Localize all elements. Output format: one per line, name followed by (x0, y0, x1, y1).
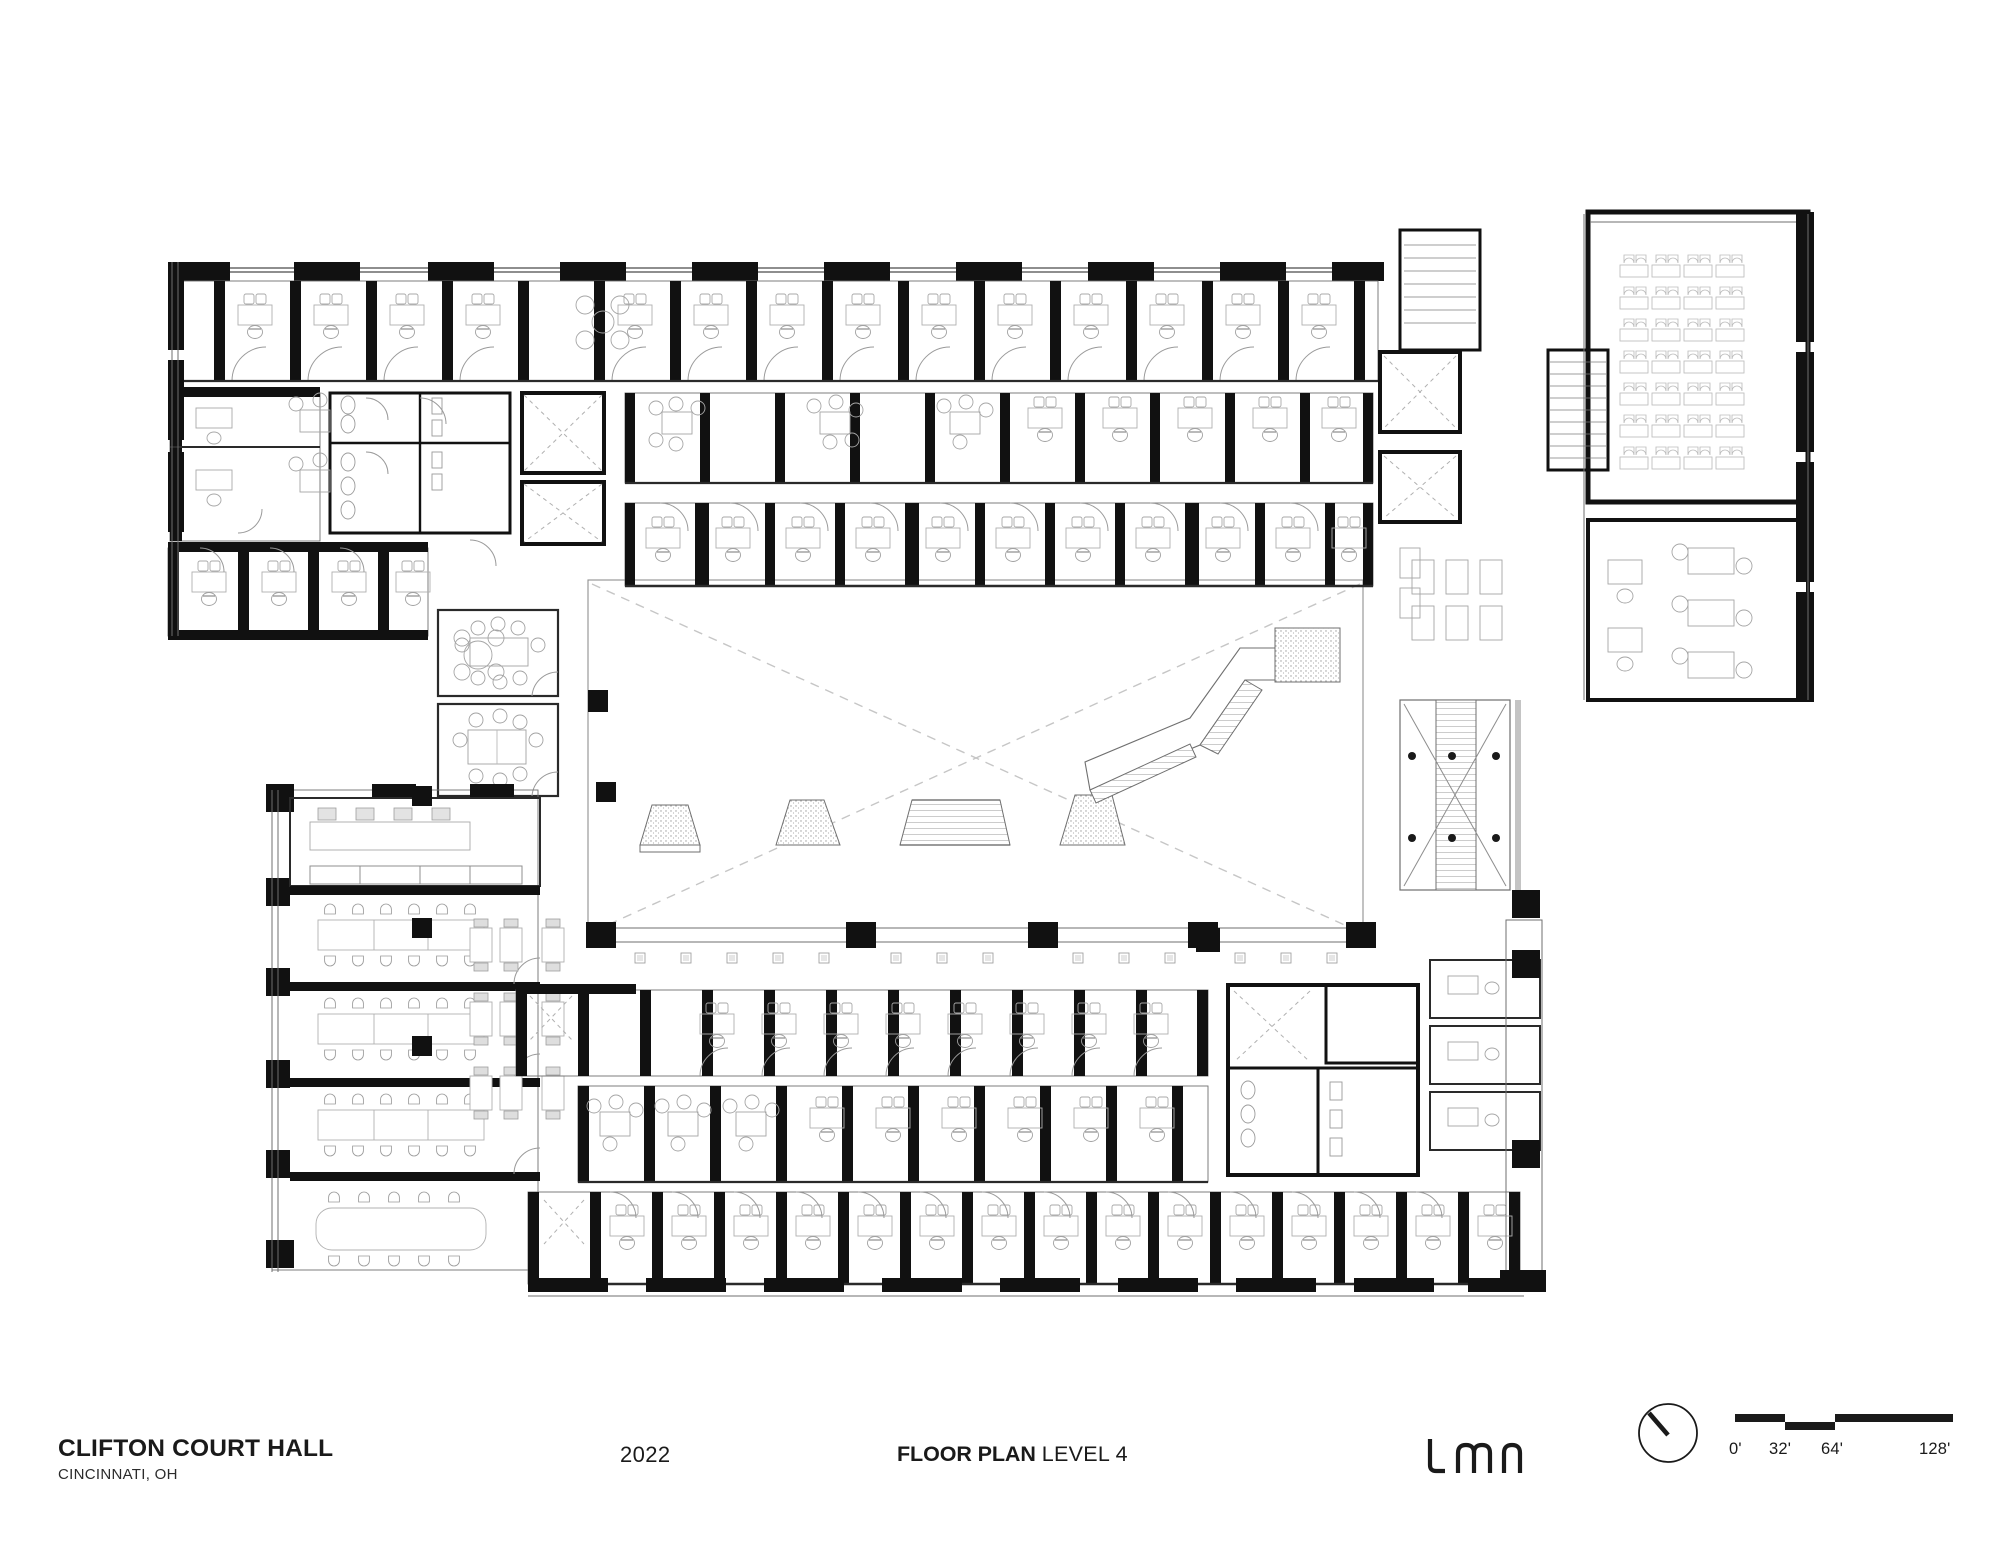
north-second-office-row (624, 502, 1374, 588)
north-exterior-wall (180, 267, 1380, 273)
east-envelope (1512, 212, 1814, 1168)
atrium-terrace-stairs (639, 627, 1341, 853)
west-envelope (168, 262, 279, 1272)
west-meeting-pods (453, 629, 505, 681)
pantry (289, 797, 541, 887)
balcony-counter-seating (586, 922, 1376, 964)
north-elevator-core (520, 391, 606, 546)
scale-tick-64: 64' (1821, 1440, 1844, 1458)
southeast-corner (1500, 919, 1546, 1292)
northwest-lounge-pods (288, 392, 331, 493)
lecture-hall (1585, 209, 1811, 505)
west-office-row-lower (167, 542, 431, 640)
title-block: CLIFTON COURT HALL CINCINNATI, OH 2022 F… (0, 1360, 2000, 1545)
west-conference-rooms (436, 608, 560, 798)
north-office-row (177, 280, 1379, 383)
northeast-connector (1398, 228, 1482, 352)
sheet-title: FLOOR PLAN LEVEL 4 (897, 1442, 1128, 1467)
northwest-service-core (328, 391, 512, 535)
project-year: 2022 (620, 1442, 671, 1467)
south-inner-office-row (577, 1085, 1209, 1184)
central-atrium-void (587, 579, 1364, 936)
scale-bar-graphic (1735, 1414, 1953, 1430)
west-office-cluster (169, 387, 321, 542)
southwest-wing (266, 784, 541, 1271)
sheet-title-secondary: LEVEL 4 (1041, 1442, 1128, 1466)
south-envelope (528, 1278, 1524, 1297)
northwest-doors (237, 397, 497, 567)
north-lounge-cluster (575, 295, 630, 350)
structural-columns (412, 782, 616, 1056)
north-central-lounge (1399, 547, 1421, 619)
northeast-lounge (1411, 559, 1503, 641)
floor-plan-svg (167, 209, 1814, 1297)
north-facade-piers (175, 262, 1384, 281)
south-office-row (515, 984, 1209, 1077)
scale-bar: 0' 32' 64' 128' (1729, 1412, 1955, 1474)
plan-columns (412, 690, 1220, 952)
north-arrow-icon (1638, 1403, 1698, 1463)
east-feature-stair (1399, 699, 1521, 891)
floor-plan-drawing (167, 209, 1814, 1297)
south-lower-office-row (527, 1191, 1521, 1286)
scale-tick-128: 128' (1919, 1440, 1951, 1458)
project-location: CINCINNATI, OH (58, 1465, 178, 1483)
east-open-office (1586, 518, 1810, 702)
sheet-title-primary: FLOOR PLAN (897, 1442, 1036, 1466)
project-identification: CLIFTON COURT HALL CINCINNATI, OH (58, 1436, 333, 1482)
southeast-small-offices (1429, 959, 1541, 1151)
south-service-core (1226, 983, 1420, 1177)
east-core (1378, 348, 1610, 524)
scale-tick-0: 0' (1729, 1440, 1742, 1458)
scale-tick-32: 32' (1769, 1440, 1792, 1458)
north-inner-office-row (624, 392, 1374, 485)
project-name: CLIFTON COURT HALL (58, 1435, 334, 1462)
lmn-logo (1427, 1439, 1523, 1474)
